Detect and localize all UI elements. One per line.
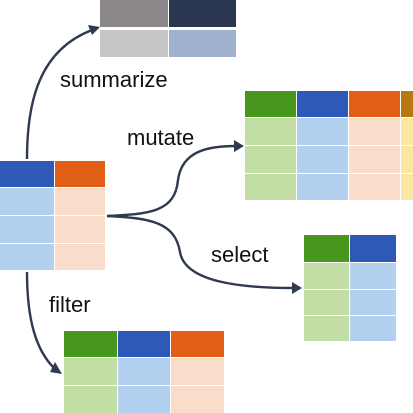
filter-header-green <box>64 331 117 357</box>
select-result-table <box>304 235 396 341</box>
mutate-arrow <box>106 144 237 218</box>
mutate-header-amber <box>401 91 413 117</box>
mutate-cell <box>245 146 296 173</box>
filter-arrow <box>25 271 55 369</box>
mutate-cell <box>297 118 348 145</box>
source-cell <box>55 244 105 270</box>
mutate-cell <box>297 146 348 173</box>
summarize-arrowhead <box>88 25 100 35</box>
source-cell <box>0 244 54 270</box>
select-arrowhead <box>292 282 302 294</box>
filter-cell <box>64 358 117 385</box>
summary-header-grey <box>100 0 168 27</box>
source-cell <box>0 216 54 243</box>
mutate-cell <box>349 118 400 145</box>
filter-cell <box>64 386 117 413</box>
source-cell <box>55 216 105 243</box>
mutate-cell <box>349 174 400 200</box>
summary-table <box>100 0 236 57</box>
mutate-cell <box>245 174 296 200</box>
select-cell <box>304 290 349 315</box>
summarize-arrow <box>25 28 93 160</box>
select-header-blue <box>350 235 396 262</box>
source-cell <box>0 188 54 215</box>
mutate-arrowhead <box>234 140 244 152</box>
filter-header-blue <box>118 331 170 357</box>
mutate-header-blue <box>297 91 348 117</box>
source-header-blue <box>0 161 54 187</box>
select-cell <box>350 263 396 289</box>
summarize-label: summarize <box>60 67 168 92</box>
filter-header-orange <box>171 331 224 357</box>
source-table <box>0 161 105 270</box>
filter-result-table <box>64 331 224 413</box>
filter-arrowhead <box>50 362 62 374</box>
source-header-orange <box>55 161 105 187</box>
mutate-cell <box>349 146 400 173</box>
select-header-green <box>304 235 349 262</box>
arrows <box>25 25 302 374</box>
summary-cell-grey <box>100 30 168 57</box>
mutate-cell <box>401 174 413 200</box>
mutate-header-orange <box>349 91 400 117</box>
mutate-result-table <box>245 91 413 200</box>
mutate-cell <box>297 174 348 200</box>
select-cell <box>350 290 396 315</box>
filter-cell <box>118 386 170 413</box>
mutate-label: mutate <box>127 125 194 150</box>
summary-header-navy <box>169 0 236 27</box>
filter-cell <box>171 386 224 413</box>
select-cell <box>304 316 349 341</box>
mutate-cell <box>401 146 413 173</box>
select-label: select <box>211 242 268 267</box>
filter-cell <box>171 358 224 385</box>
mutate-header-green <box>245 91 296 117</box>
select-cell <box>350 316 396 341</box>
select-cell <box>304 263 349 289</box>
filter-cell <box>118 358 170 385</box>
mutate-cell <box>245 118 296 145</box>
filter-label: filter <box>49 292 91 317</box>
source-cell <box>55 188 105 215</box>
select-arrow <box>106 214 295 290</box>
mutate-cell <box>401 118 413 145</box>
summary-cell-steel <box>169 30 236 57</box>
